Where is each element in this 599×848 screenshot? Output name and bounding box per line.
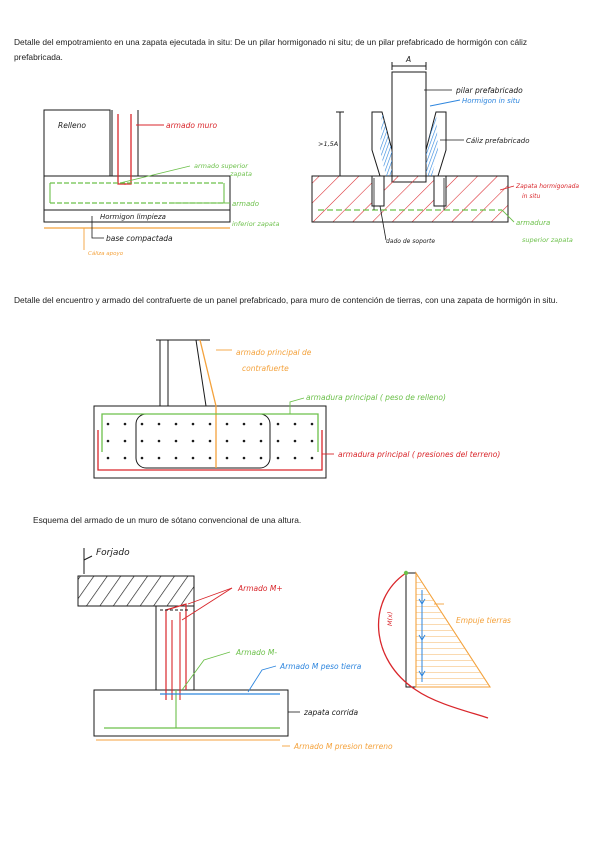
rebar-dot	[276, 422, 280, 426]
figure-3-earth-pressure-diagram	[377, 570, 492, 719]
label-dim-a: A	[405, 55, 411, 64]
figure-3-labels: Forjado Armado M+ Armado M- Armado M pes…	[96, 548, 393, 751]
rebar-dot	[106, 422, 110, 426]
rebar-dot	[123, 456, 127, 460]
rebar-dot	[140, 439, 144, 443]
rebar-dot	[157, 456, 161, 460]
figure-1-right-labels: A >1,5A pilar prefabricado Hormigon in s…	[318, 55, 579, 245]
rebar-dot	[259, 456, 263, 460]
label-zapata-hormigonada-2: in situ	[522, 193, 541, 200]
lean-concrete-layer	[43, 209, 231, 223]
rebar-dot	[242, 422, 246, 426]
label-armado-m-presion: Armado M presion terreno	[293, 742, 393, 751]
figure-2-labels: armado principal de contrafuerte armadur…	[236, 348, 500, 459]
floor-slab	[77, 575, 195, 607]
label-armado-inferior-2: inferior zapata	[232, 220, 279, 228]
label-dim-h: >1,5A	[318, 140, 338, 148]
rebar-dot	[276, 439, 280, 443]
figure-1-left-labels: Relleno armado muro armado superior zapa…	[58, 121, 279, 257]
rebar-dot	[208, 456, 212, 460]
rebar-dot	[208, 422, 212, 426]
rebar-dot	[293, 456, 297, 460]
figure-1-right-insitu-concrete	[380, 112, 438, 176]
rebar-dot	[140, 422, 144, 426]
footing-body	[43, 175, 231, 211]
rebar-dot	[157, 439, 161, 443]
figure-1-left-footing	[43, 109, 231, 229]
caption-figure-2: Detalle del encuentro y armado del contr…	[14, 295, 558, 305]
rebar-dot	[310, 439, 314, 443]
rebar-dot	[225, 456, 229, 460]
label-hormigon-limpieza: Hormigon limpieza	[100, 213, 166, 221]
figure-2-rebar	[97, 339, 334, 471]
rebar-dot	[259, 439, 263, 443]
backfill-box	[43, 109, 111, 177]
figure-1-left-rebar	[49, 114, 230, 250]
label-empuje-tierras: Empuje tierras	[456, 616, 511, 625]
rebar-dot	[242, 456, 246, 460]
figure-3-rebar	[96, 587, 300, 747]
figure-2-rebar-dots	[106, 422, 314, 460]
rebar-dot	[157, 422, 161, 426]
strip-footing	[93, 689, 289, 737]
figure-3-basement-wall	[77, 548, 289, 737]
rebar-dot	[174, 439, 178, 443]
rebar-dot	[242, 439, 246, 443]
label-armadura-presiones: armadura principal ( presiones del terre…	[338, 450, 500, 459]
label-pilar-prefabricado: pilar prefabricado	[455, 86, 523, 95]
insitu-footing	[311, 175, 509, 223]
rebar-dot	[310, 456, 314, 460]
rebar-dot	[106, 439, 110, 443]
label-armado-m-pos: Armado M+	[237, 584, 283, 593]
rebar-dot	[106, 456, 110, 460]
label-caliz-prefabricado: Cáliz prefabricado	[466, 137, 529, 145]
footing-body	[93, 405, 327, 479]
label-armadura-2: superior zapata	[522, 236, 573, 244]
label-armado-superior-1: armado superior	[194, 162, 249, 170]
label-base-compactada: base compactada	[106, 234, 173, 243]
rebar-dot	[225, 422, 229, 426]
figure-1-right-rebar	[318, 89, 515, 241]
rebar-dot	[259, 422, 263, 426]
rebar-dot	[191, 456, 195, 460]
label-zapata-corrida: zapata corrida	[303, 708, 359, 717]
caption-figure-3: Esquema del armado de un muro de sótano …	[33, 515, 302, 525]
label-armadura-peso-relleno: armadura principal ( peso de relleno)	[306, 393, 446, 402]
rebar-dot	[123, 439, 127, 443]
label-relleno: Relleno	[58, 121, 86, 130]
rebar-dot	[293, 439, 297, 443]
caption-figure-1: Detalle del empotramiento en una zapata …	[14, 37, 528, 62]
label-armado-muro: armado muro	[166, 121, 217, 130]
rebar-dot	[140, 456, 144, 460]
rebar-dot	[174, 422, 178, 426]
reinforcement-cage	[135, 413, 271, 469]
label-armado-inferior-1: armado	[232, 200, 259, 208]
rebar-dot	[310, 422, 314, 426]
rebar-dot	[208, 439, 212, 443]
label-armadura-1: armadura	[516, 219, 550, 227]
label-armado-contrafuerte-1: armado principal de	[236, 348, 312, 357]
rebar-dot	[293, 422, 297, 426]
rebar-dot	[225, 439, 229, 443]
label-armado-superior-2: zapata	[229, 170, 252, 178]
label-armado-m-neg: Armado M-	[235, 648, 277, 657]
precast-column	[391, 71, 427, 183]
label-armado-contrafuerte-2: contrafuerte	[242, 364, 289, 373]
rebar-dot	[191, 439, 195, 443]
rebar-dot	[123, 422, 127, 426]
label-moment-diagram: M(x)	[386, 611, 394, 626]
label-armado-m-peso: Armado M peso tierra	[279, 662, 362, 671]
label-caliza-apoyo: Cáliza apoyo	[88, 250, 124, 257]
label-zapata-hormigonada-1: Zapata hormigonada	[515, 183, 579, 190]
rebar-dot	[174, 456, 178, 460]
label-dado-de-soporte: dado de soporte	[386, 238, 435, 245]
rebar-dot	[276, 456, 280, 460]
label-hormigon-in-situ: Hormigon in situ	[462, 97, 521, 105]
rebar-dot	[191, 422, 195, 426]
label-forjado: Forjado	[96, 548, 130, 558]
